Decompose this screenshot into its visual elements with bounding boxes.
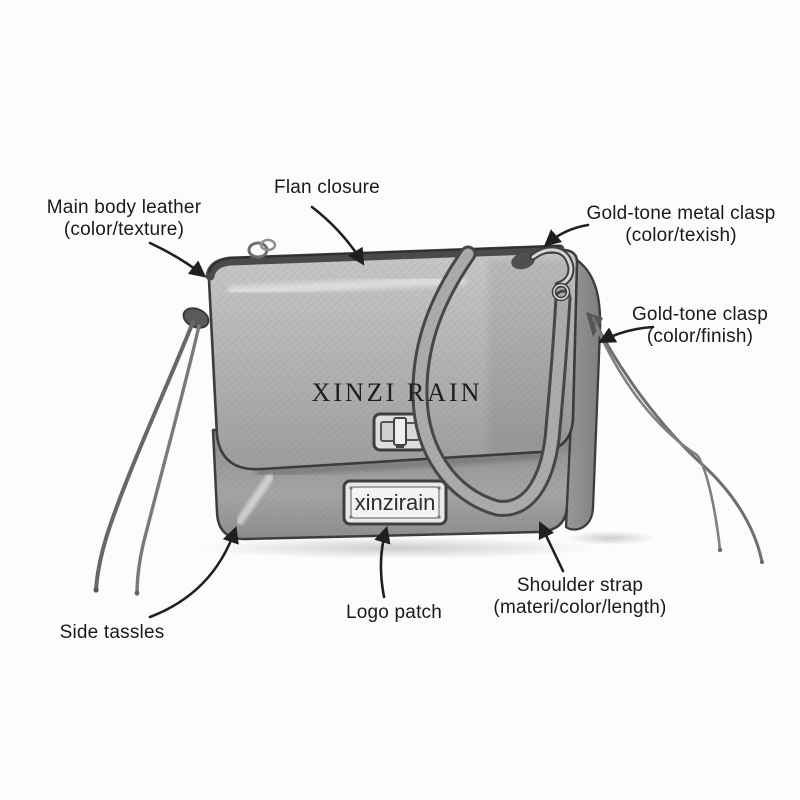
gold-clasp-arrow [598,325,655,344]
label-main-body: Main body leather (color/texture) [14,197,234,241]
label-gold-clasp-line2: (color/finish) [646,326,754,347]
label-main-body-line2: (color/texture) [63,219,185,240]
logo-patch-plate [342,479,448,526]
ground-shadow [198,531,655,559]
shoulder-strap-arrow [538,521,565,573]
logo-patch-text: xinzirain [354,490,436,515]
label-gold-clasp-line1: Gold-tone clasp [631,304,769,325]
label-flap-closure: Flan closure [227,177,427,199]
main-body-arrow [148,241,207,278]
shoulder-strap [411,245,572,517]
label-metal-clasp-line1: Gold-tone metal clasp [586,203,776,224]
label-shoulder-strap-line2: (materi/color/length) [493,597,667,618]
patch-screw-icon [437,486,441,490]
label-logo-patch: Logo patch [294,602,494,624]
label-main-body-line1: Main body leather [46,197,202,218]
side-tassels [93,307,210,596]
logo-patch-arrow [374,525,391,599]
patch-screw-icon [349,515,353,519]
right-side-cords [586,312,764,564]
top-edge-ring-icon [247,238,277,264]
label-side-tassels-line1: Side tassles [59,622,165,643]
label-metal-clasp-line2: (color/texish) [625,225,737,246]
flap-top-edge [205,244,565,281]
label-logo-patch-line1: Logo patch [345,602,443,623]
label-gold-clasp: Gold-tone clasp (color/finish) [590,304,800,348]
label-metal-clasp: Gold-tone metal clasp (color/texish) [571,203,791,247]
metal-clasp-arrow [543,223,590,247]
label-flap-closure-line1: Flan closure [274,177,380,198]
flap-closure-arrow [310,205,365,266]
label-side-tassels: Side tassles [12,622,212,644]
label-shoulder-strap: Shoulder strap (materi/color/length) [470,575,690,619]
label-shoulder-strap-line1: Shoulder strap [516,575,644,596]
patch-screw-icon [349,486,353,490]
flap-brand-text: XINZI RAIN [311,378,483,407]
patch-screw-icon [437,515,441,519]
strap-hook-clasp-icon [511,246,575,302]
side-tassels-arrow [148,526,239,619]
